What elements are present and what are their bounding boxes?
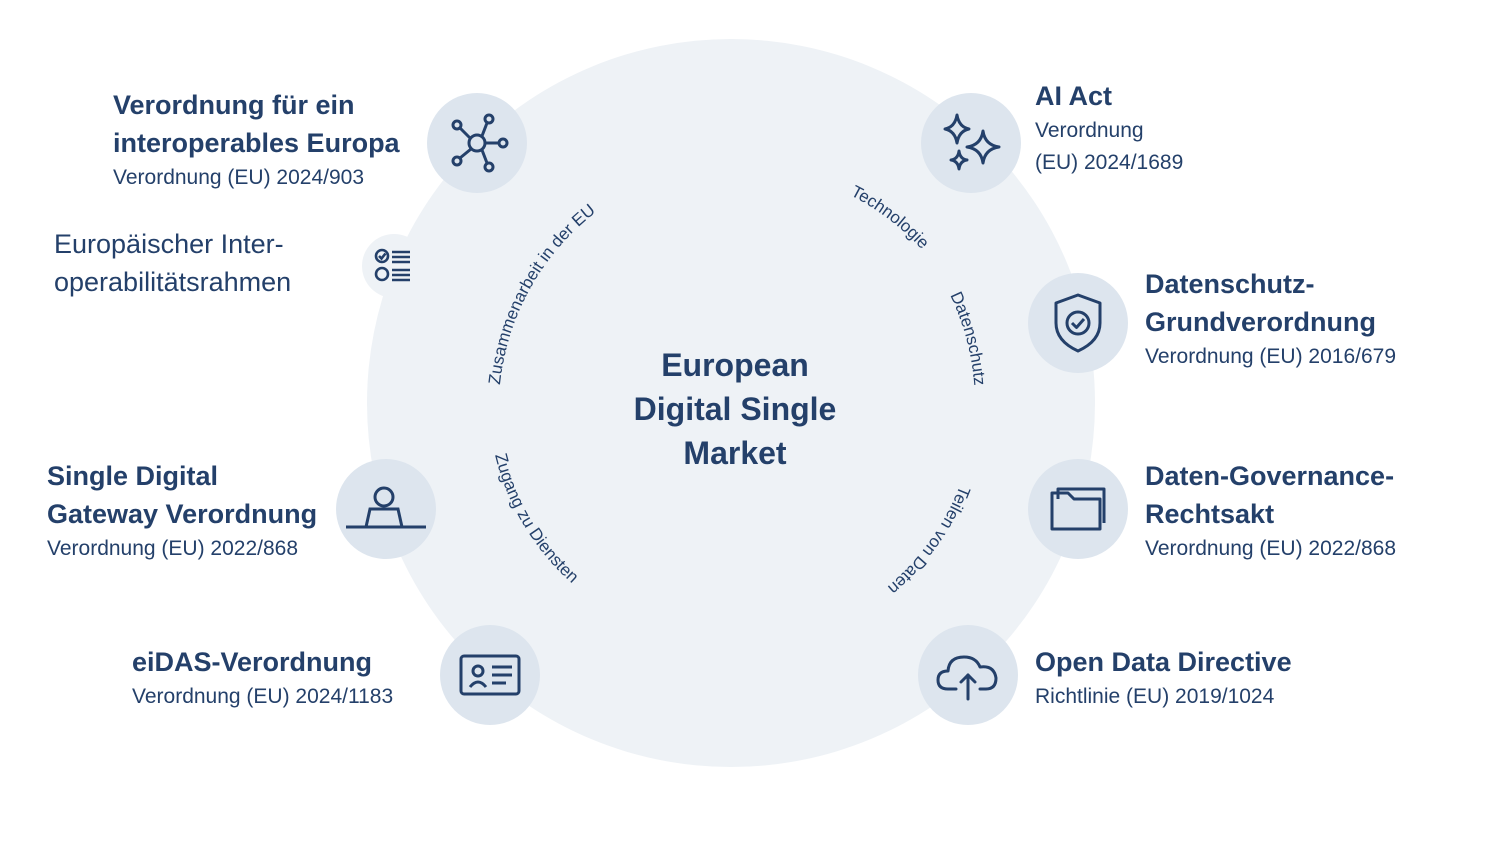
label-gdpr: Datenschutz- Grundverordnung Verordnung … [1145,265,1396,373]
sdg-title-line2: Gateway Verordnung [47,499,318,529]
center-title: European Digital Single Market [610,343,860,475]
label-ai-act: AI Act Verordnung (EU) 2024/1689 [1035,77,1183,179]
framework-title-line1: Europäischer Inter- [54,229,284,259]
gdpr-title-line1: Datenschutz- [1145,269,1315,299]
sdg-title-line1: Single Digital [47,461,219,491]
person-at-desk-icon [336,459,436,559]
center-title-line1: European [661,347,809,383]
network-hub-icon [427,93,527,193]
dga-title-line1: Daten-Governance- [1145,461,1395,491]
gdpr-title-line2: Grundverordnung [1145,307,1376,337]
id-card-icon [440,625,540,725]
eidas-subtitle: Verordnung (EU) 2024/1183 [132,685,394,708]
eidas-title: eiDAS-Verordnung [132,647,373,677]
shield-check-icon [1028,273,1128,373]
ai-subtitle-line1: Verordnung [1035,119,1144,142]
label-dga: Daten-Governance- Rechtsakt Verordnung (… [1145,457,1396,565]
gdpr-subtitle: Verordnung (EU) 2016/679 [1145,345,1397,368]
sdg-subtitle: Verordnung (EU) 2022/868 [47,537,299,560]
framework-title-line2: operabilitätsrahmen [54,267,292,297]
folder-icon [1028,459,1128,559]
dga-title-line2: Rechtsakt [1145,499,1275,529]
interop-title-line2: interoperables Europa [113,128,400,158]
ai-title: AI Act [1035,81,1113,111]
cloud-upload-icon [918,625,1018,725]
label-sdg: Single Digital Gateway Verordnung Verord… [47,457,317,565]
sparkles-icon [921,93,1021,193]
opendata-title: Open Data Directive [1035,647,1292,677]
label-framework: Europäischer Inter- operabilitätsrahmen [54,225,291,301]
label-eidas: eiDAS-Verordnung Verordnung (EU) 2024/11… [132,643,393,713]
dga-subtitle: Verordnung (EU) 2022/868 [1145,537,1397,560]
opendata-subtitle: Richtlinie (EU) 2019/1024 [1035,685,1275,708]
ai-subtitle-line2: (EU) 2024/1689 [1035,151,1184,174]
center-title-line2: Digital Single [633,391,837,427]
interop-title-line1: Verordnung für ein [113,90,355,120]
label-open-data: Open Data Directive Richtlinie (EU) 2019… [1035,643,1292,713]
checklist-icon [362,234,426,298]
label-interop: Verordnung für ein interoperables Europa… [113,86,400,194]
interop-subtitle: Verordnung (EU) 2024/903 [113,166,365,189]
center-title-line3: Market [683,435,787,471]
